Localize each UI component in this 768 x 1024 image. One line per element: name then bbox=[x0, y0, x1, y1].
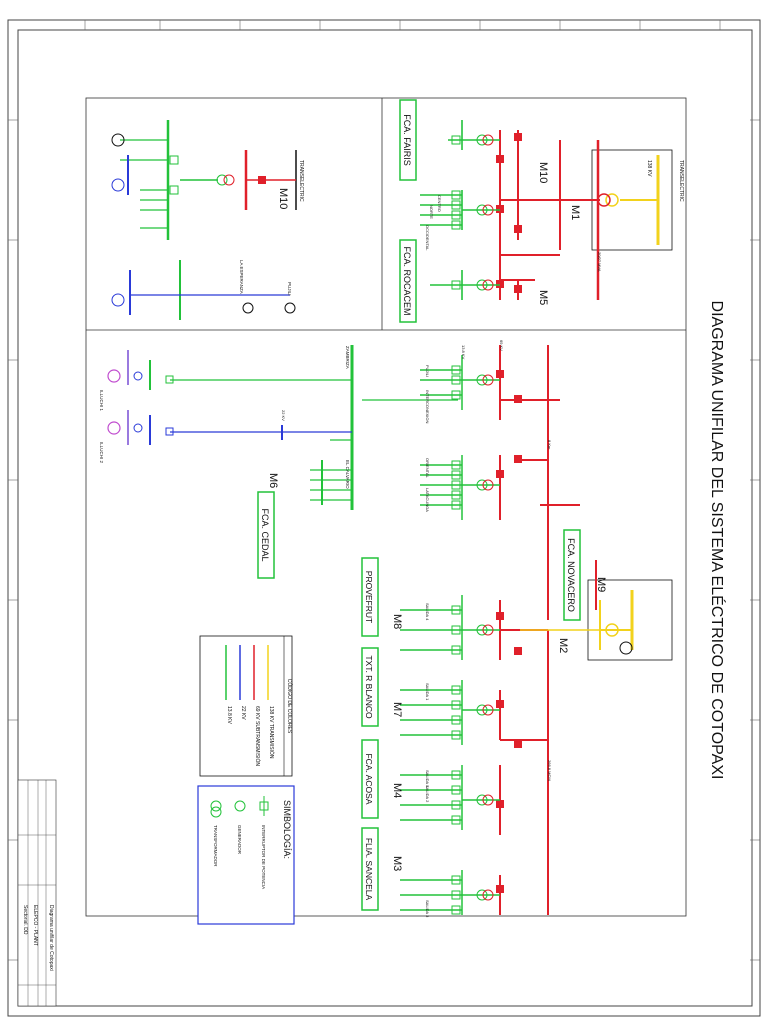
svg-text:LATACUNGA: LATACUNGA bbox=[425, 488, 430, 512]
mulalo-substation: TRANSELECTRIC M10 bbox=[180, 150, 304, 210]
svg-text:M2: M2 bbox=[557, 638, 569, 653]
svg-text:13.8 KV: 13.8 KV bbox=[461, 345, 466, 360]
svg-text:22 KV: 22 KV bbox=[281, 410, 286, 421]
svg-text:TXT. R BLANCO: TXT. R BLANCO bbox=[364, 655, 374, 719]
distribution-13-8kv-center bbox=[420, 355, 500, 520]
legend-13-8kv: 13.8 KV bbox=[226, 706, 232, 724]
plant-acosa bbox=[361, 739, 379, 819]
transformers-top-right bbox=[476, 134, 494, 291]
svg-text:8 Km: 8 Km bbox=[547, 440, 552, 450]
svg-text:CÓDIGO DE COLORES: CÓDIGO DE COLORES bbox=[286, 679, 293, 734]
svg-text:M3: M3 bbox=[391, 856, 403, 871]
svg-text:SALIDA 2: SALIDA 2 bbox=[425, 785, 430, 803]
svg-text:FCA. ACOSA: FCA. ACOSA bbox=[364, 753, 374, 804]
svg-text:LA ESPERANZA: LA ESPERANZA bbox=[239, 260, 244, 294]
plant-txt-rblanco bbox=[361, 647, 379, 727]
svg-text:SALIDA 1: SALIDA 1 bbox=[425, 683, 430, 701]
illuchi1-plant: ILLUCHI 1 bbox=[99, 350, 174, 412]
plant-fairis bbox=[399, 99, 417, 181]
svg-text:ORIENTAL: ORIENTAL bbox=[425, 458, 430, 478]
subtransmission-69kv-center bbox=[499, 345, 580, 915]
svg-text:FLIA. SANCELA: FLIA. SANCELA bbox=[364, 838, 374, 901]
breakers-69kv-top bbox=[496, 133, 522, 293]
mulalo-13-8kv bbox=[111, 120, 179, 240]
breakers-13-8kv-top-right bbox=[451, 135, 461, 290]
svg-text:20/27 MVA: 20/27 MVA bbox=[597, 252, 602, 272]
inner-frame bbox=[17, 29, 753, 1007]
title-block: Diagrama unifilar de Cotopaxi ELEPCO - P… bbox=[17, 779, 57, 1007]
transformers-center bbox=[476, 374, 494, 491]
plant-rocacem bbox=[399, 239, 417, 323]
symbol-generator-label: GENERADOR bbox=[237, 825, 242, 855]
laesperanza-substation: LA ESPERANZA PUJILI bbox=[111, 260, 296, 320]
symbology-legend: SIMBOLOGÍA: INTERRUPTOR DE POTENCIA GENE… bbox=[197, 785, 295, 925]
color-code-legend: CÓDIGO DE COLORES 138 KV TRANSMISIÓN 69 … bbox=[199, 635, 293, 777]
svg-text:TRANSELECTRIC: TRANSELECTRIC bbox=[298, 160, 304, 202]
novacero-substation bbox=[520, 560, 673, 661]
subtransmission-69kv-top bbox=[499, 130, 600, 300]
diagram-title: DIAGRAMA UNIFILAR DEL SISTEMA ELÉCTRICO … bbox=[708, 301, 727, 780]
svg-text:INTERCONEXION: INTERCONEXION bbox=[425, 390, 430, 423]
marker-m5: M5 bbox=[537, 290, 549, 305]
breakers-13-8kv-lower bbox=[451, 605, 461, 915]
svg-text:OCCIDENTAL: OCCIDENTAL bbox=[425, 225, 430, 251]
breakers-13-8kv-center bbox=[451, 365, 461, 510]
outer-frame bbox=[7, 19, 761, 1017]
legend-22kv: 22 KV bbox=[240, 706, 246, 720]
svg-text:M10: M10 bbox=[277, 188, 289, 209]
svg-text:SALIDA 4: SALIDA 4 bbox=[425, 603, 430, 621]
svg-text:ZAMBRIZA: ZAMBRIZA bbox=[345, 346, 350, 369]
svg-text:SALIDA 3: SALIDA 3 bbox=[425, 900, 430, 918]
svg-text:PROVEFRUT: PROVEFRUT bbox=[364, 571, 374, 623]
svg-text:Sectorial. DD: Sectorial. DD bbox=[22, 905, 28, 935]
marker-m1: M1 bbox=[569, 205, 581, 220]
svg-text:FCA. CEDAL: FCA. CEDAL bbox=[260, 508, 270, 561]
svg-text:NORTE: NORTE bbox=[429, 205, 434, 219]
svg-text:69 KV: 69 KV bbox=[499, 340, 504, 351]
svg-text:SIMBOLOGÍA:: SIMBOLOGÍA: bbox=[282, 800, 292, 859]
svg-text:FCA. FAIRIS: FCA. FAIRIS bbox=[402, 114, 412, 166]
svg-text:ILLUCHI 1: ILLUCHI 1 bbox=[99, 390, 104, 412]
svg-text:M4: M4 bbox=[391, 783, 403, 798]
frame-ticks bbox=[8, 20, 760, 961]
distribution-13-8kv-lower bbox=[400, 595, 500, 915]
svg-text:SALIDA 1: SALIDA 1 bbox=[425, 770, 430, 788]
svg-text:M7: M7 bbox=[391, 702, 403, 717]
svg-text:M8: M8 bbox=[391, 614, 403, 629]
svg-text:138 KV: 138 KV bbox=[646, 160, 652, 177]
marker-m10: M10 bbox=[537, 162, 549, 183]
elcalvario-bus bbox=[170, 345, 458, 510]
svg-text:FCA. ROCACEM: FCA. ROCACEM bbox=[402, 246, 412, 315]
svg-text:M9: M9 bbox=[595, 577, 607, 592]
symbol-breaker-label: INTERRUPTOR DE POTENCIA bbox=[261, 825, 266, 889]
breakers-69kv-center bbox=[496, 370, 522, 893]
drawing-area bbox=[85, 97, 687, 917]
svg-text:266.8 MCM: 266.8 MCM bbox=[547, 760, 552, 781]
svg-text:PUJILI: PUJILI bbox=[287, 282, 292, 296]
symbol-transformer-label: TRANSFORMADOR bbox=[213, 825, 218, 867]
svg-text:EL CALVARIO: EL CALVARIO bbox=[345, 460, 350, 489]
distribution-13-8kv-top-right bbox=[420, 120, 500, 300]
plant-provefrut bbox=[361, 557, 379, 637]
legend-69kv: 69 KV SUBTRANSMISIÓN bbox=[254, 706, 261, 766]
legend-138kv: 138 KV TRANSMISIÓN bbox=[268, 706, 275, 759]
svg-text:ELEPCO - PLANT: ELEPCO - PLANT bbox=[32, 905, 38, 946]
svg-text:CENTRO: CENTRO bbox=[437, 195, 442, 212]
svg-text:M6: M6 bbox=[267, 473, 279, 488]
svg-text:Diagrama unifilar de Cotopaxi: Diagrama unifilar de Cotopaxi bbox=[48, 905, 54, 971]
svg-text:ILLUCHI 2: ILLUCHI 2 bbox=[99, 442, 104, 464]
transformers-lower bbox=[476, 624, 494, 901]
svg-text:FCA. NOVACERO: FCA. NOVACERO bbox=[566, 538, 576, 612]
illuchi2-plant: ILLUCHI 2 bbox=[99, 410, 174, 464]
svg-text:PUJILI: PUJILI bbox=[425, 365, 430, 377]
plant-sancela bbox=[361, 827, 379, 911]
svg-text:TRANSELECTRIC: TRANSELECTRIC bbox=[678, 160, 684, 202]
plant-novacero bbox=[563, 529, 581, 621]
plant-cedal bbox=[257, 491, 275, 579]
